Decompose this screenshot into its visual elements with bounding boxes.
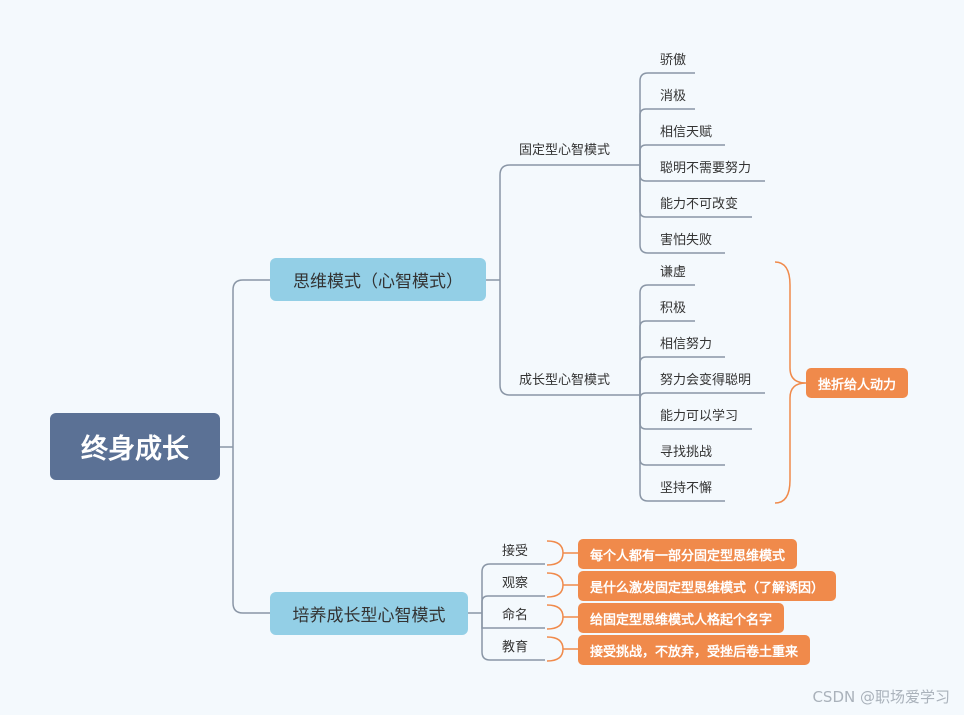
fixed-item[interactable]: 消极 xyxy=(660,89,687,104)
practice-note[interactable]: 是什么激发固定型思维模式（了解诱因） xyxy=(578,571,837,601)
growth-item[interactable]: 寻找挑战 xyxy=(660,445,713,460)
growth-item[interactable]: 相信努力 xyxy=(660,337,713,352)
growth-item[interactable]: 努力会变得聪明 xyxy=(660,373,752,388)
growth-item[interactable]: 能力可以学习 xyxy=(660,409,739,424)
fixed-item[interactable]: 骄傲 xyxy=(660,53,687,68)
fixed-item[interactable]: 能力不可改变 xyxy=(660,197,739,212)
callout-setback-motivation[interactable]: 挫折给人动力 xyxy=(806,368,909,398)
branch-cultivate-growth[interactable]: 培养成长型心智模式 xyxy=(270,592,468,635)
fixed-item[interactable]: 相信天赋 xyxy=(660,125,713,140)
fixed-item[interactable]: 聪明不需要努力 xyxy=(660,161,752,176)
branch-thinking-mode[interactable]: 思维模式（心智模式） xyxy=(270,258,486,301)
practice-step[interactable]: 命名 xyxy=(502,608,529,623)
watermark: CSDN @职场爱学习 xyxy=(812,688,950,706)
subbranch-growth-mindset[interactable]: 成长型心智模式 xyxy=(519,373,611,388)
practice-step[interactable]: 教育 xyxy=(502,640,529,655)
practice-step[interactable]: 观察 xyxy=(502,576,529,591)
growth-item[interactable]: 谦虚 xyxy=(660,265,687,280)
practice-note[interactable]: 接受挑战，不放弃，受挫后卷土重来 xyxy=(578,635,811,665)
growth-item[interactable]: 坚持不懈 xyxy=(660,481,713,496)
fixed-item[interactable]: 害怕失败 xyxy=(660,233,713,248)
practice-note[interactable]: 给固定型思维模式人格起个名字 xyxy=(578,603,785,633)
growth-item[interactable]: 积极 xyxy=(660,301,687,316)
root-node[interactable]: 终身成长 xyxy=(50,413,220,480)
subbranch-fixed-mindset[interactable]: 固定型心智模式 xyxy=(519,143,611,158)
practice-step[interactable]: 接受 xyxy=(502,544,529,559)
practice-note[interactable]: 每个人都有一部分固定型思维模式 xyxy=(578,539,798,569)
